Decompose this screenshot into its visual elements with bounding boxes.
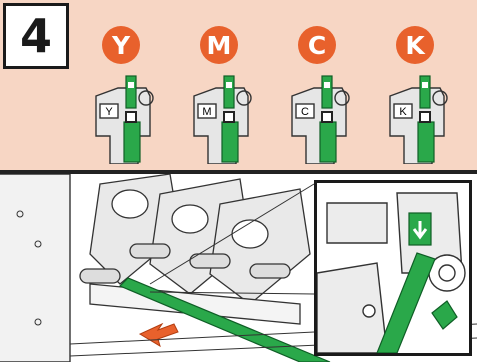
toner-unit-cyan: C [284,66,356,164]
unit-label-magenta: M [202,106,211,118]
unit-label-yellow: Y [105,106,113,118]
step-number: 4 [3,3,69,69]
badge-yellow: Y [102,26,140,64]
toner-unit-magenta: M [186,66,258,164]
badge-magenta: M [200,26,238,64]
toner-unit-black: K [382,66,454,164]
toner-unit-yellow: Y [88,66,160,164]
unit-label-cyan: C [301,106,309,118]
unit-label-black: K [399,106,407,118]
detail-inset [314,180,472,356]
badge-black: K [396,26,434,64]
badge-cyan: C [298,26,336,64]
